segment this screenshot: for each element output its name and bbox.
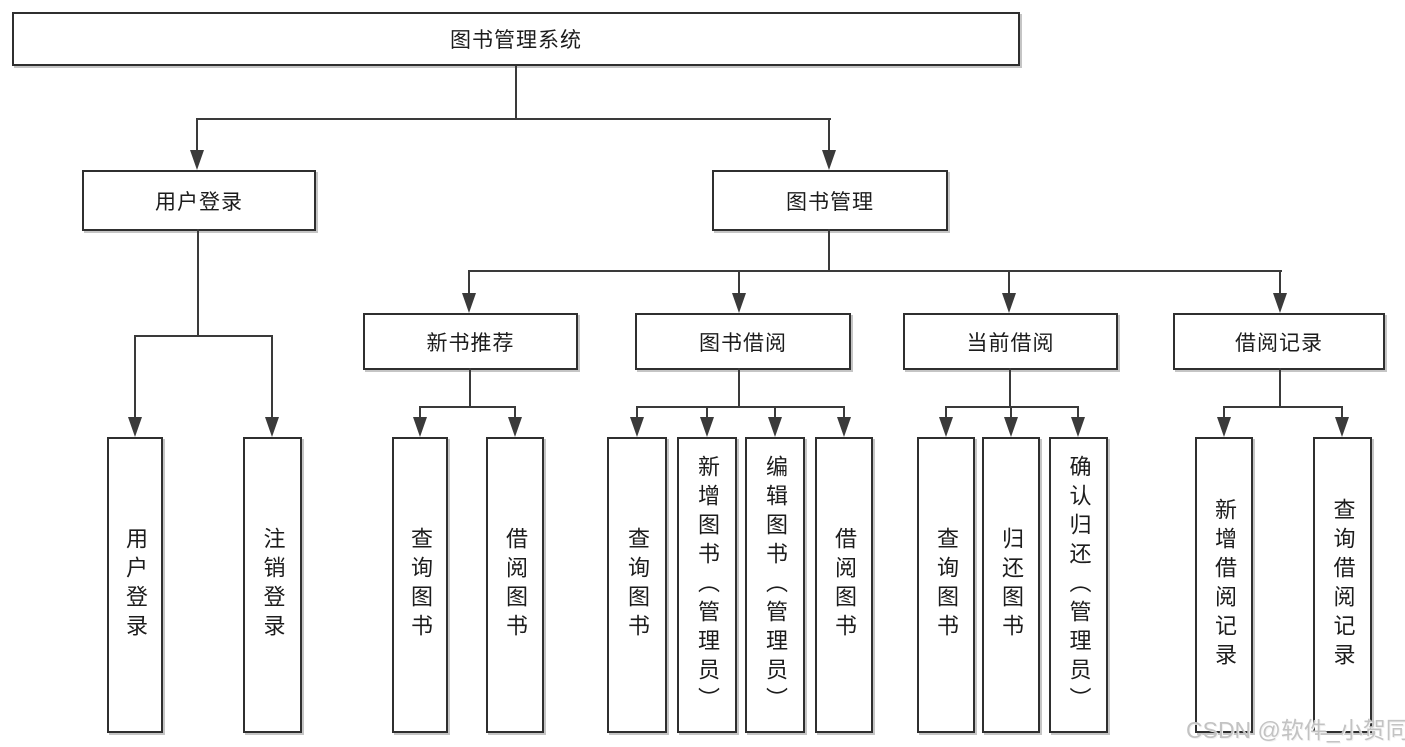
arrow-down-icon <box>1002 293 1016 313</box>
connector-vertical <box>515 66 517 119</box>
connector-stem <box>774 406 776 420</box>
arrow-down-icon <box>1004 417 1018 437</box>
connector-stem <box>1008 270 1010 297</box>
connector-horizontal <box>1223 406 1343 408</box>
connector-horizontal <box>134 335 273 337</box>
node-user-login: 用户登录 <box>82 170 316 231</box>
connector-stem <box>271 335 273 421</box>
connector-stem <box>514 406 516 420</box>
connector-stem <box>1223 406 1225 420</box>
node-borrow-records: 借阅记录 <box>1173 313 1385 370</box>
connector-stem <box>828 118 830 152</box>
node-edit-books-admin-label: 编辑图书（管理员） <box>763 454 788 716</box>
connector-vertical <box>469 368 471 408</box>
node-edit-books-admin: 编辑图书（管理员） <box>745 437 805 733</box>
connector-stem <box>738 270 740 297</box>
node-query-borrow-record: 查询借阅记录 <box>1313 437 1372 733</box>
connector-stem <box>419 406 421 420</box>
node-logout-leaf-label: 注销登录 <box>260 527 286 643</box>
node-confirm-return-admin-label: 确认归还（管理员） <box>1066 454 1092 716</box>
connector-vertical <box>1279 368 1281 408</box>
node-confirm-return-admin: 确认归还（管理员） <box>1049 437 1108 733</box>
node-add-borrow-record-label: 新增借阅记录 <box>1212 498 1237 672</box>
arrow-down-icon <box>700 417 714 437</box>
node-current-borrow: 当前借阅 <box>903 313 1118 370</box>
node-user-login-leaf: 用户登录 <box>107 437 163 733</box>
node-query-books-current: 查询图书 <box>917 437 975 733</box>
node-add-books-admin-label: 新增图书（管理员） <box>695 454 720 716</box>
node-book-borrow: 图书借阅 <box>635 313 851 370</box>
node-query-books-recommend: 查询图书 <box>392 437 448 733</box>
node-system-root: 图书管理系统 <box>12 12 1020 66</box>
node-query-books-borrow-label: 查询图书 <box>625 527 650 643</box>
connector-stem <box>1077 406 1079 420</box>
node-user-login-leaf-label: 用户登录 <box>123 527 148 643</box>
arrow-down-icon <box>265 417 279 437</box>
arrow-down-icon <box>1335 417 1349 437</box>
connector-horizontal <box>196 118 831 120</box>
node-borrow-records-label: 借阅记录 <box>1235 331 1323 355</box>
arrow-down-icon <box>413 417 427 437</box>
connector-horizontal <box>636 406 845 408</box>
node-new-book-recommend-label: 新书推荐 <box>426 331 515 355</box>
arrow-down-icon <box>128 417 142 437</box>
connector-stem <box>843 406 845 420</box>
connector-vertical <box>828 229 830 272</box>
node-system-root-label: 图书管理系统 <box>450 29 582 52</box>
node-new-book-recommend: 新书推荐 <box>363 313 578 370</box>
node-book-management: 图书管理 <box>712 170 948 231</box>
node-borrow-books-recommend-label: 借阅图书 <box>503 527 528 643</box>
node-query-books-current-label: 查询图书 <box>934 527 959 643</box>
arrow-down-icon <box>939 417 953 437</box>
arrow-down-icon <box>732 293 746 313</box>
connector-vertical <box>197 229 199 337</box>
connector-stem <box>706 406 708 420</box>
node-book-borrow-label: 图书借阅 <box>699 331 787 355</box>
connector-horizontal <box>419 406 516 408</box>
node-borrow-books-recommend: 借阅图书 <box>486 437 544 733</box>
node-query-books-borrow: 查询图书 <box>607 437 667 733</box>
arrow-down-icon <box>1273 293 1287 313</box>
connector-stem <box>1341 406 1343 420</box>
connector-stem <box>468 270 470 297</box>
node-borrow-books-leaf: 借阅图书 <box>815 437 873 733</box>
arrow-down-icon <box>837 417 851 437</box>
arrow-down-icon <box>508 417 522 437</box>
node-current-borrow-label: 当前借阅 <box>966 331 1055 355</box>
arrow-down-icon <box>1071 417 1085 437</box>
arrow-down-icon <box>822 150 836 170</box>
connector-horizontal <box>945 406 1079 408</box>
arrow-down-icon <box>630 417 644 437</box>
node-logout-leaf: 注销登录 <box>243 437 302 733</box>
node-query-books-recommend-label: 查询图书 <box>408 527 433 643</box>
connector-stem <box>134 335 136 421</box>
node-add-books-admin: 新增图书（管理员） <box>677 437 737 733</box>
connector-vertical <box>738 368 740 408</box>
node-add-borrow-record: 新增借阅记录 <box>1195 437 1253 733</box>
watermark-text: CSDN @软件_小贺同学 <box>1186 717 1405 743</box>
node-return-books-label: 归还图书 <box>999 527 1024 643</box>
connector-stem <box>636 406 638 420</box>
node-return-books: 归还图书 <box>982 437 1040 733</box>
node-query-borrow-record-label: 查询借阅记录 <box>1330 498 1356 672</box>
connector-stem <box>945 406 947 420</box>
connector-stem <box>1279 270 1281 297</box>
node-borrow-books-leaf-label: 借阅图书 <box>832 527 857 643</box>
arrow-down-icon <box>1217 417 1231 437</box>
connector-vertical <box>1009 368 1011 408</box>
arrow-down-icon <box>190 150 204 170</box>
arrow-down-icon <box>768 417 782 437</box>
node-book-management-label: 图书管理 <box>786 190 874 214</box>
arrow-down-icon <box>462 293 476 313</box>
connector-stem <box>196 118 198 152</box>
connector-horizontal <box>468 270 1282 272</box>
connector-stem <box>1010 406 1012 420</box>
node-user-login-label: 用户登录 <box>155 190 243 214</box>
